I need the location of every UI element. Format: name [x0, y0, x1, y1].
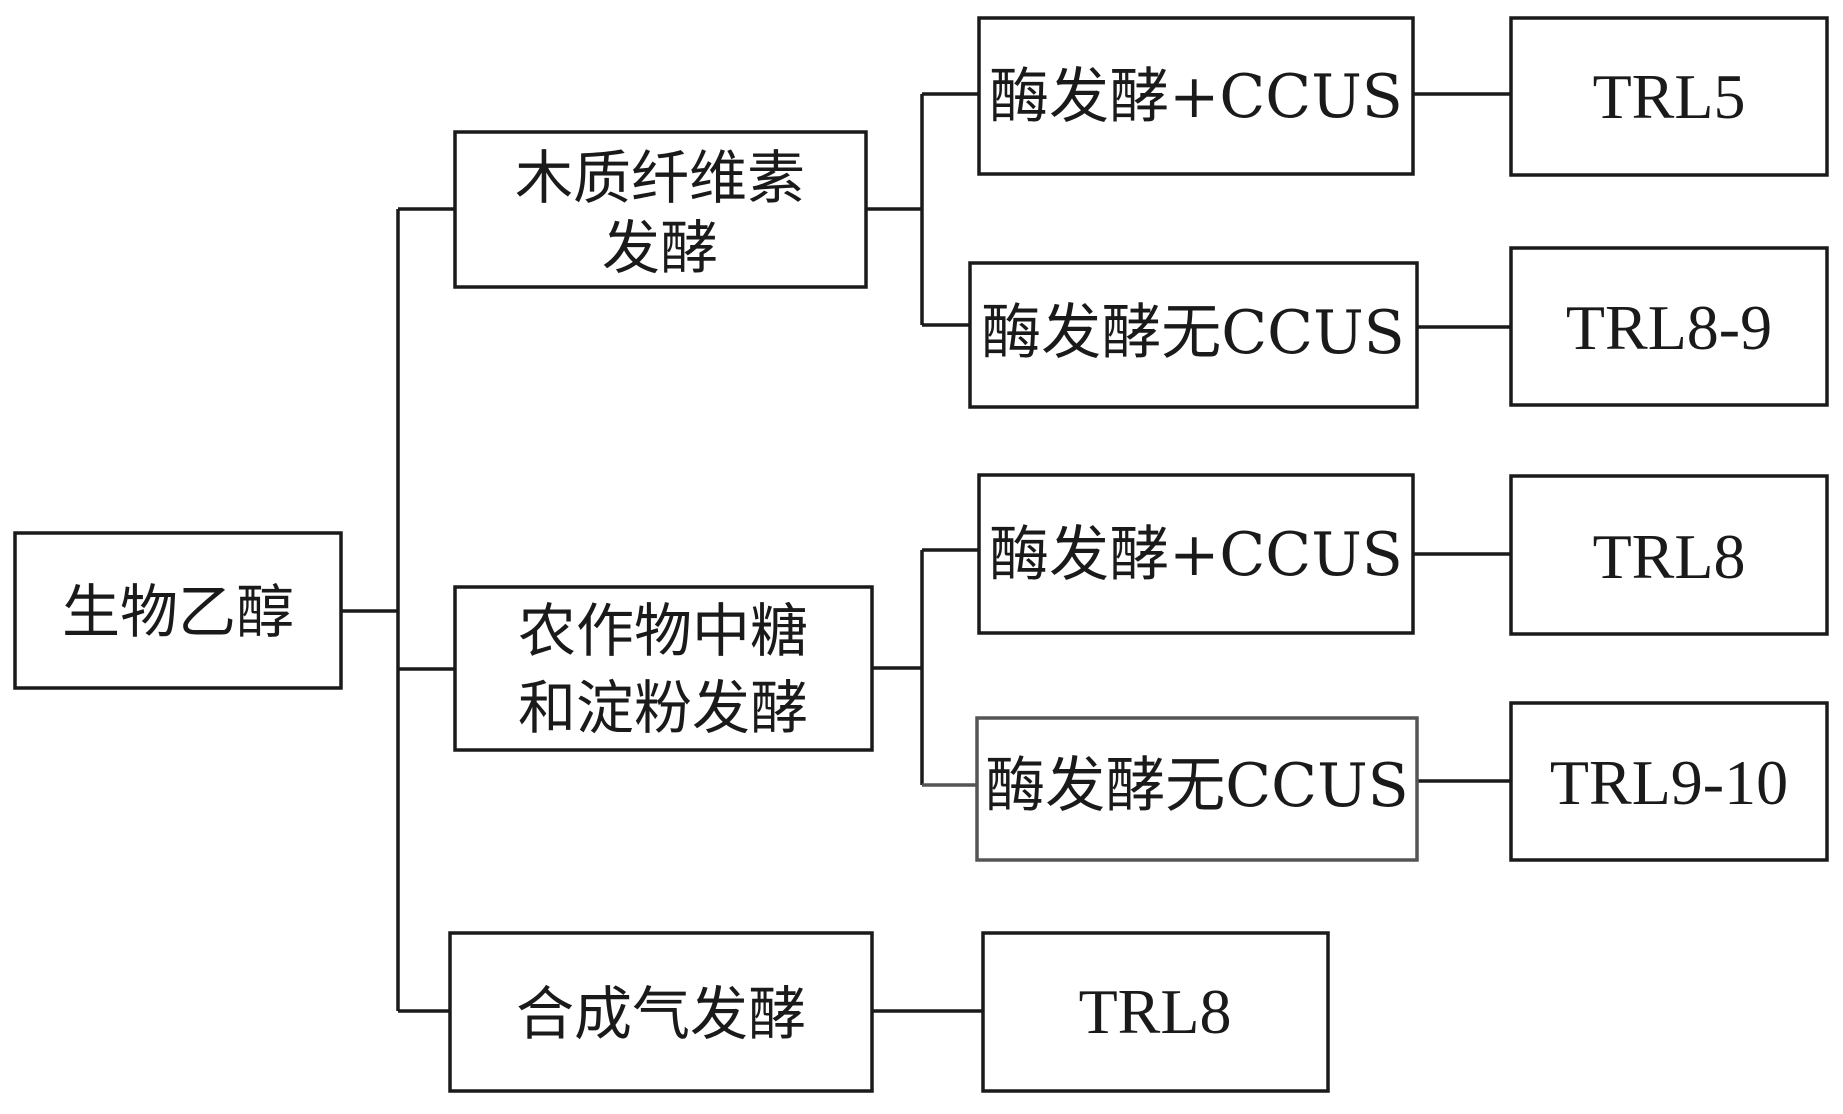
- process-label: 酶发酵无CCUS: [981, 298, 1405, 368]
- trl-label: TRL9-10: [1550, 747, 1788, 818]
- process-label: 酶发酵无CCUS: [985, 751, 1409, 821]
- trl-label: TRL5: [1593, 61, 1746, 132]
- process-node: 酶发酵无CCUS: [968, 261, 1419, 409]
- trl-node: TRL8: [1509, 474, 1829, 636]
- trl-label: TRL8: [1593, 521, 1746, 592]
- process-label: 酶发酵+CCUS: [989, 520, 1403, 590]
- route-node-crop-sugar-starch: 农作物中糖 和淀粉发酵: [453, 585, 874, 752]
- route-label-line: 合成气发酵: [516, 980, 806, 1048]
- process-node: 酶发酵+CCUS: [977, 16, 1415, 176]
- trl-node: TRL9-10: [1509, 701, 1829, 862]
- process-label: 酶发酵+CCUS: [989, 62, 1403, 132]
- connectors: [341, 92, 1511, 1013]
- root-label: 生物乙醇: [62, 578, 294, 646]
- route-label-line: 发酵: [602, 214, 718, 282]
- trl-label: TRL8: [1079, 976, 1232, 1047]
- process-node: 酶发酵+CCUS: [977, 473, 1415, 635]
- route-label-line: 木质纤维素: [515, 144, 805, 212]
- process-node: 酶发酵无CCUS: [975, 716, 1419, 862]
- route-label-line: 和淀粉发酵: [518, 674, 808, 742]
- trl-node: TRL8: [981, 931, 1330, 1093]
- root-node: 生物乙醇: [13, 531, 343, 690]
- route-label-line: 农作物中糖: [518, 597, 808, 665]
- route-node-syngas: 合成气发酵: [448, 931, 874, 1093]
- trl-node: TRL8-9: [1509, 246, 1829, 407]
- trl-node: TRL5: [1509, 16, 1829, 177]
- route-node-lignocellulose: 木质纤维素 发酵: [453, 130, 868, 289]
- trl-label: TRL8-9: [1566, 292, 1772, 363]
